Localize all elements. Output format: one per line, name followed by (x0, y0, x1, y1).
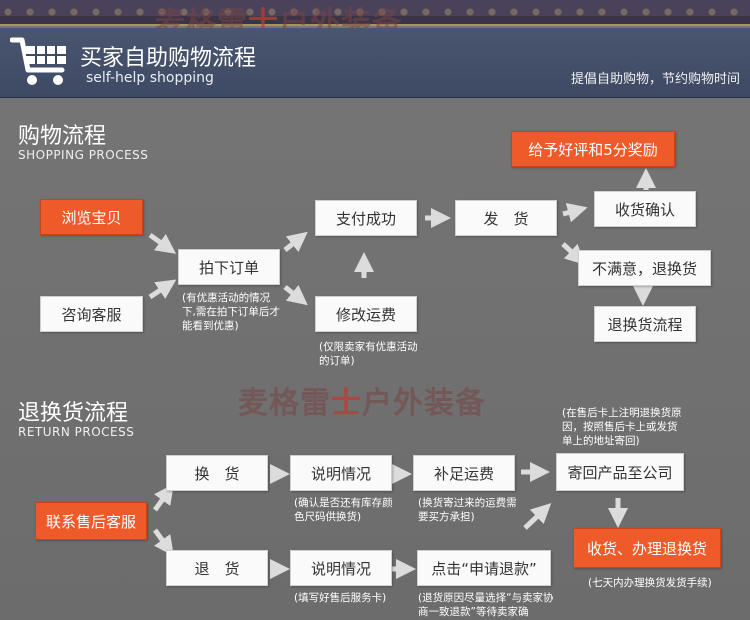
step-return-flow: 退换货流程 (594, 306, 696, 342)
arrow-contact-exchange (152, 483, 174, 512)
send-back-note: (在售后卡上注明退换货原因，按照售后卡上或发货单上的地址寄回) (562, 407, 682, 447)
arrow-order-modify (283, 284, 308, 306)
arrow-ship-confirm (562, 202, 588, 223)
arrow-ship-unsatisfied (561, 242, 586, 265)
banner-pattern (0, 0, 750, 24)
arrow-click-sendback (523, 503, 552, 530)
receive-process-note: (七天内办理换货发货手续) (588, 577, 712, 589)
step-browse: 浏览宝贝 (40, 199, 143, 235)
step-payment-success: 支付成功 (315, 200, 417, 236)
step-exchange: 换 货 (166, 455, 268, 491)
header-bar: 买家自助购物流程 self-help shopping 提倡自助购物，节约购物时… (0, 28, 750, 98)
apply-refund-note: (退货原因尽量选择“与卖家协商一致退款”等待卖家确 (418, 592, 554, 618)
pay-shipping-note: (换货寄过来的运费需要买方承担) (418, 497, 517, 523)
step-consult: 咨询客服 (40, 296, 143, 332)
page-subtitle: self-help shopping (86, 70, 214, 86)
return-section-title: 退换货流程 (18, 401, 129, 426)
step-modify-shipping: 修改运费 (315, 296, 417, 332)
explain-exchange-note: (确认是否还有库存颜色尺码供换货) (294, 497, 393, 523)
step-send-back: 寄回产品至公司 (556, 453, 684, 491)
step-contact-aftersales: 联系售后客服 (35, 502, 147, 540)
step-place-order: 拍下订单 (178, 249, 280, 285)
explain-refund-note: (填写好售后服务卡) (294, 592, 387, 604)
modify-shipping-note: (仅限卖家有优惠活动的订单) (319, 341, 418, 367)
watermark-middle: 麦格雷士户外装备 (238, 386, 486, 421)
step-explain-exchange: 说明情况 (290, 455, 392, 491)
step-apply-refund: 点击“申请退款” (417, 550, 551, 586)
shopping-section-subtitle: SHOPPING PROCESS (18, 148, 149, 162)
step-pay-shipping: 补足运费 (413, 455, 515, 491)
step-explain-refund: 说明情况 (290, 550, 392, 586)
order-note: (有优惠活动的情况下,需在拍下订单后才能看到优惠) (182, 292, 280, 332)
arrow-browse-order (148, 232, 177, 254)
page-title: 买家自助购物流程 (80, 46, 257, 71)
step-receipt-confirm: 收货确认 (594, 191, 696, 227)
shopping-cart-icon (10, 37, 66, 85)
step-reward: 给予好评和5分奖励 (511, 131, 675, 167)
header-slogan: 提倡自助购物，节约购物时间 (570, 72, 740, 87)
banner-inner (0, 0, 750, 16)
step-unsatisfied: 不满意，退换货 (578, 250, 711, 286)
arrow-contact-refund (152, 528, 174, 557)
shopping-section-title: 购物流程 (18, 124, 107, 149)
return-section-subtitle: RETURN PROCESS (18, 425, 135, 439)
arrow-consult-order (148, 279, 177, 300)
arrow-order-paid (283, 231, 308, 253)
step-receive-process: 收货、办理退换货 (573, 528, 721, 568)
step-refund: 退 货 (166, 550, 268, 586)
top-banner (0, 0, 750, 26)
step-ship: 发 货 (455, 200, 557, 236)
